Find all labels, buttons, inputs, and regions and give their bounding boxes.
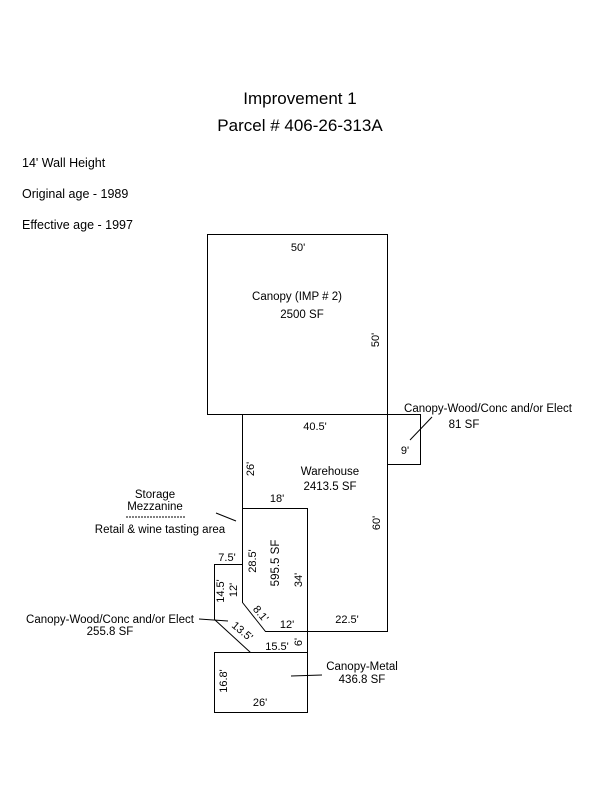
- retail-small-right-dim: 6': [293, 638, 305, 646]
- canopy-imp2-area: 2500 SF: [280, 309, 323, 321]
- warehouse-left-dim: 26': [245, 462, 257, 476]
- canopy-metal-area: 436.8 SF: [339, 674, 386, 686]
- warehouse-top-dim: 40.5': [303, 421, 327, 433]
- canopy-wood-right-area: 81 SF: [449, 419, 480, 431]
- canopy-wood-left-left-dim: 14.5': [215, 579, 227, 603]
- parcel-number: Parcel # 406-26-313A: [217, 116, 383, 135]
- canopy-metal-name: Canopy-Metal: [326, 661, 398, 673]
- canopy-wood-left-name: Canopy-Wood/Conc and/or Elect: [26, 614, 195, 626]
- original-age-note: Original age - 1989: [22, 187, 129, 201]
- retail-area: 595.5 SF: [270, 540, 282, 587]
- wall-height-note: 14' Wall Height: [22, 156, 106, 170]
- canopy-wood-left-area: 255.8 SF: [87, 626, 134, 638]
- warehouse-right-dim: 60': [371, 516, 383, 530]
- retail-right-dim: 34': [293, 573, 305, 587]
- canopy-metal-left-dim: 16.8': [218, 669, 230, 693]
- canopy-metal-bottom-dim: 26': [253, 697, 267, 709]
- canopy-metal-outline: [214, 652, 308, 713]
- canopy-imp2-name: Canopy (IMP # 2): [252, 291, 342, 303]
- title: Improvement 1: [243, 89, 357, 108]
- storage-label: Storage: [135, 489, 175, 501]
- leader-canopy-wood-left: [198, 618, 229, 622]
- warehouse-area: 2413.5 SF: [303, 481, 356, 493]
- canopy-wood-left-diagonal-dim: 13.5': [229, 620, 255, 644]
- warehouse-bottom-dim: 22.5': [335, 614, 359, 626]
- retail-inner-left-dim: 12': [228, 583, 240, 597]
- canopy-imp2-outline: [207, 234, 388, 415]
- effective-age-note: Effective age - 1997: [22, 218, 133, 232]
- retail-diagonal-dim: 8.1': [250, 604, 270, 625]
- leader-canopy-metal: [290, 674, 323, 677]
- canopy-wood-left-outline: [214, 564, 308, 653]
- canopy-imp2-top-dim: 50': [291, 242, 305, 254]
- leader-storage: [215, 512, 237, 522]
- canopy-wood-right-side-dim: 9': [401, 445, 409, 457]
- canopy-imp2-right-dim: 50': [370, 333, 382, 347]
- retail-outline: [242, 508, 308, 632]
- warehouse-name: Warehouse: [301, 466, 359, 478]
- retail-wine-label: Retail & wine tasting area: [95, 524, 226, 536]
- canopy-wood-right-outline: [387, 414, 421, 465]
- mezzanine-label: Mezzanine: [127, 501, 183, 513]
- retail-top-dim: 18': [270, 493, 284, 505]
- retail-left-dim: 28.5': [247, 549, 259, 573]
- retail-bottom-dim: 12': [280, 619, 294, 631]
- leader-canopy-wood-right: [409, 416, 433, 441]
- warehouse-outline: [242, 414, 388, 632]
- canopy-wood-left-top-dim: 7.5': [218, 552, 235, 564]
- canopy-wood-right-name: Canopy-Wood/Conc and/or Elect: [404, 403, 573, 415]
- canopy-wood-left-bottom-dim: 15.5': [265, 641, 289, 653]
